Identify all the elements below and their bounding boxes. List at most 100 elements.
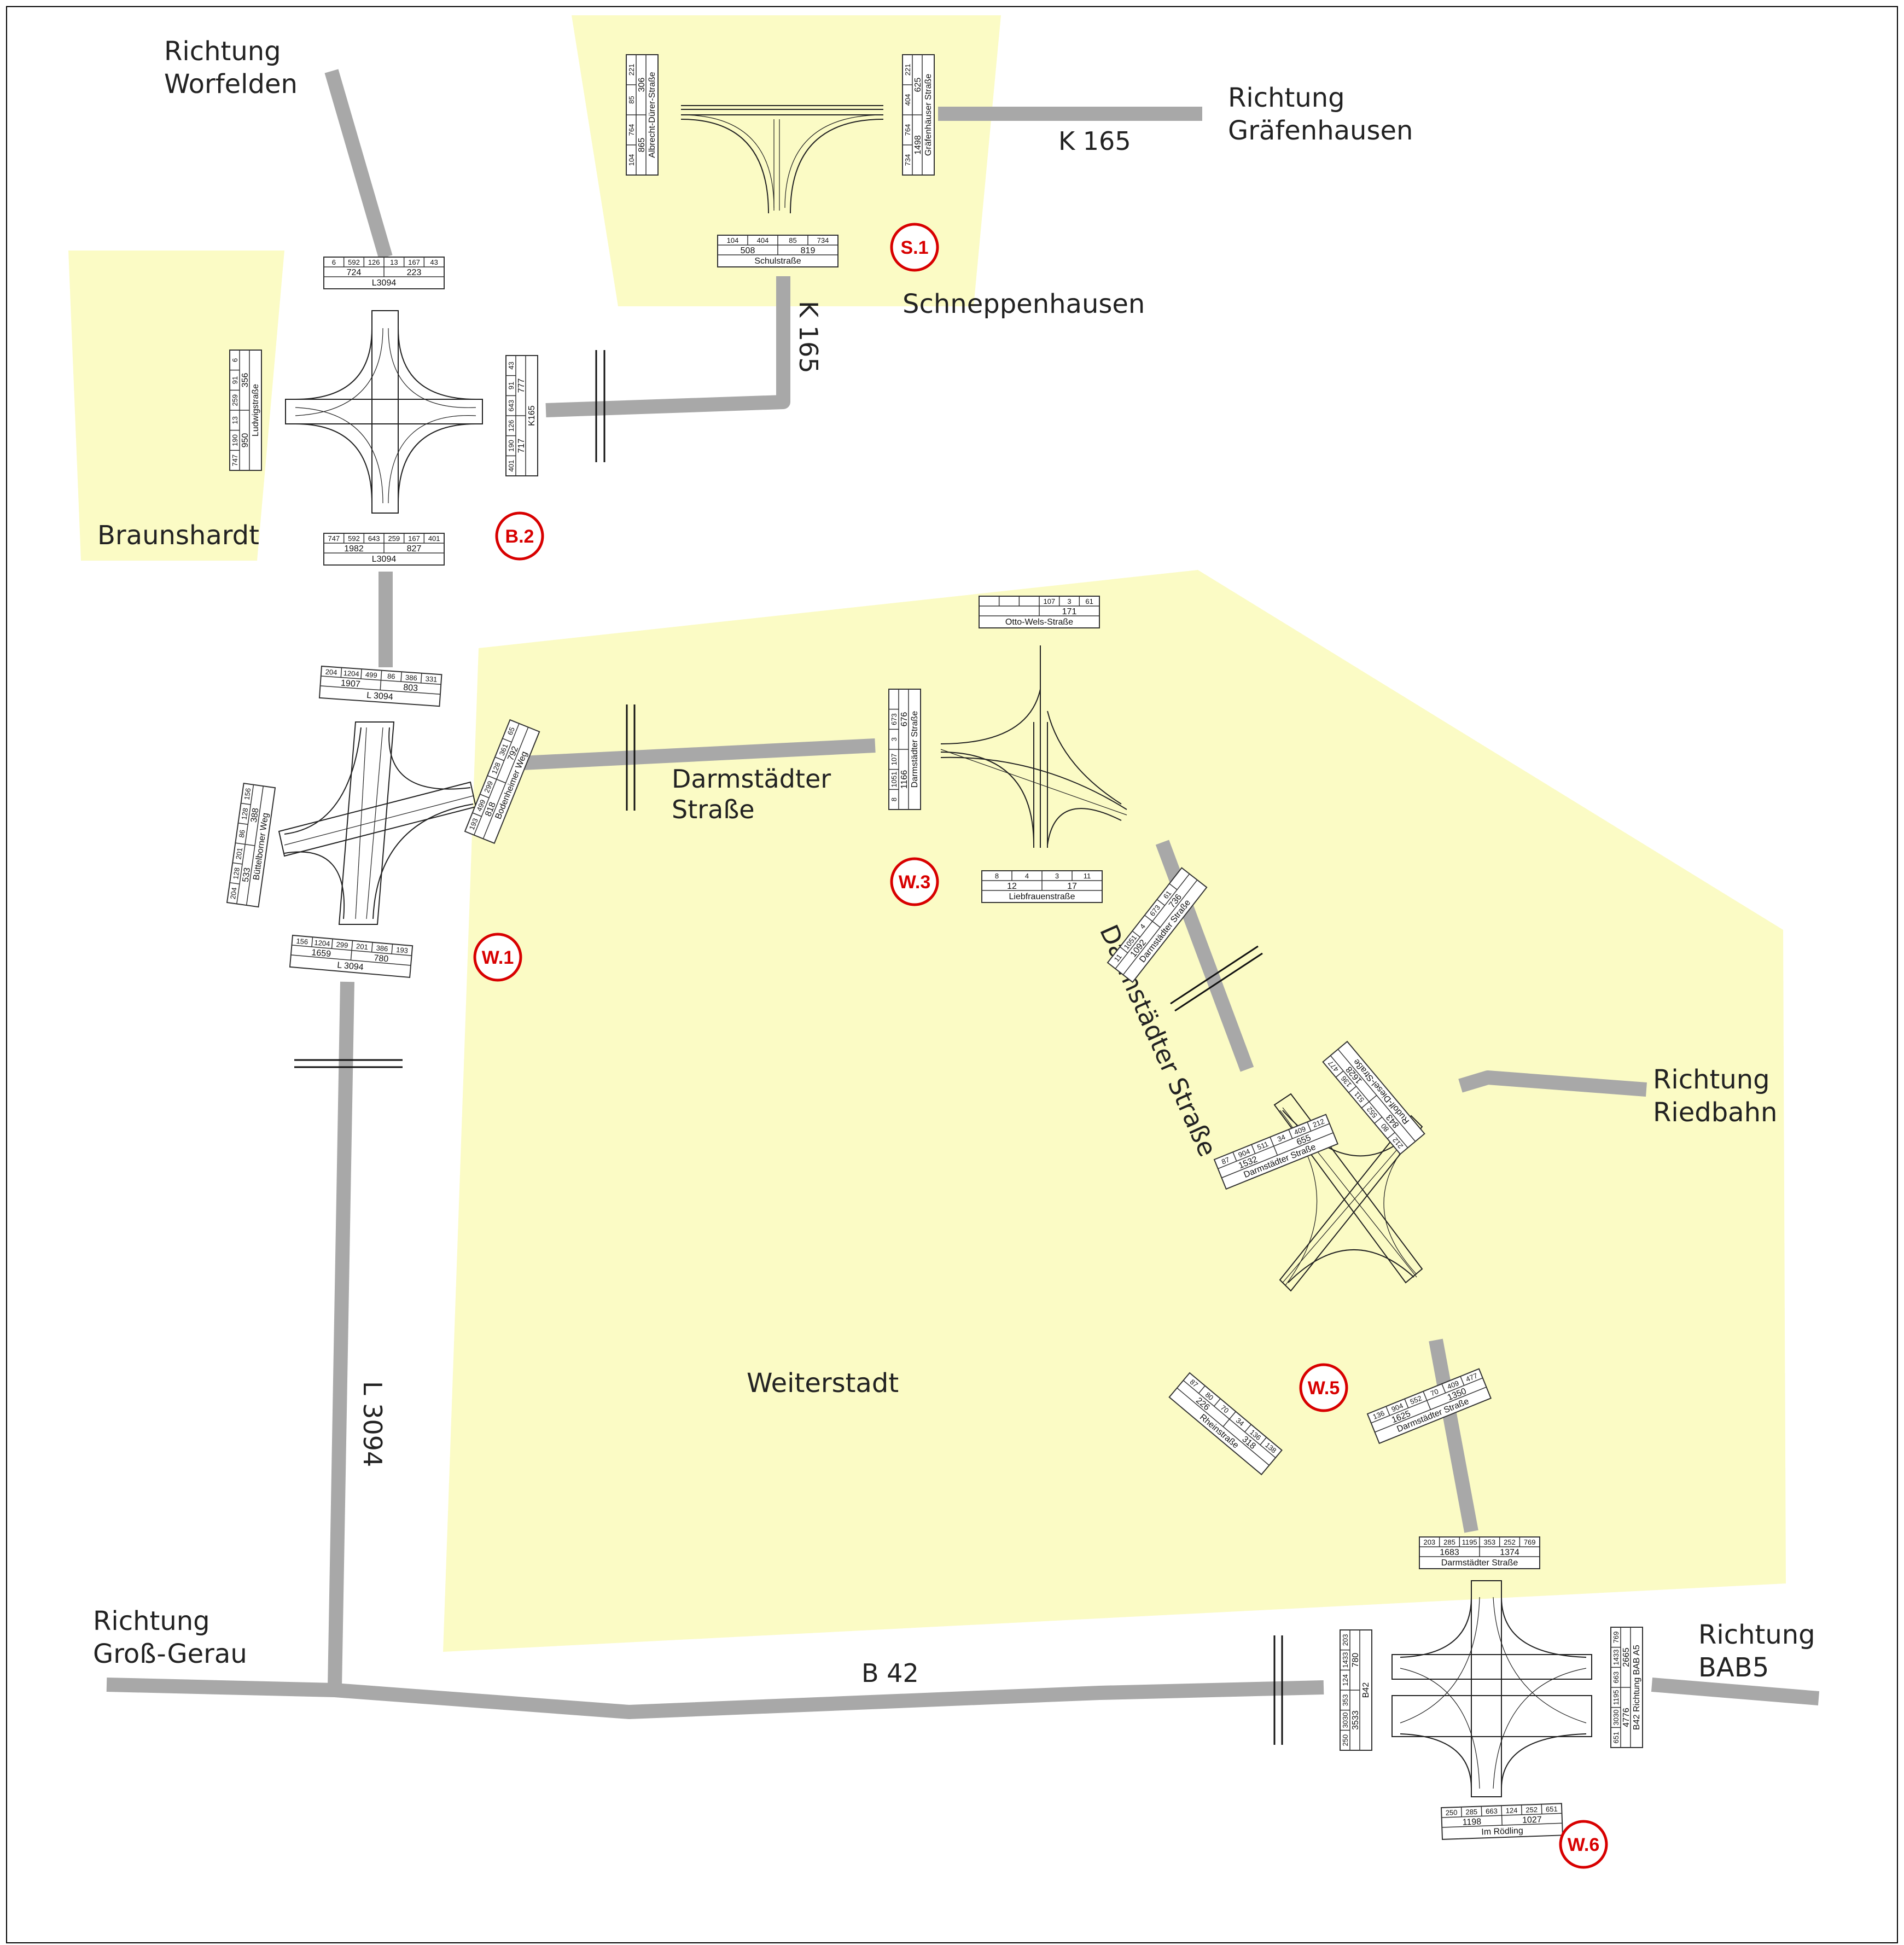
table-value: 651	[1612, 1732, 1620, 1744]
table-street-name: L3094	[372, 278, 397, 288]
table-value: 107	[890, 753, 898, 765]
table-street-name: K165	[527, 405, 537, 426]
table-value: 204	[229, 887, 238, 900]
badge-s1[interactable]: S.1	[890, 223, 939, 272]
table-value: 1195	[1612, 1690, 1620, 1705]
table-total: 1659	[311, 948, 331, 959]
table-value: 3	[1055, 872, 1059, 880]
road-k165-south	[545, 276, 790, 417]
table-total: 717	[517, 439, 526, 453]
table-total: 1982	[344, 544, 364, 554]
table-value: 592	[348, 258, 360, 266]
table-total: 223	[407, 268, 422, 277]
badge-w5[interactable]: W.5	[1299, 1363, 1348, 1412]
table-street-name: Im Rödling	[1481, 1826, 1523, 1837]
table-value: 221	[904, 64, 912, 76]
table-value: 43	[507, 362, 515, 369]
badge-w3[interactable]: W.3	[890, 857, 939, 906]
table-street-name: Darmstädter Straße	[1441, 1558, 1518, 1568]
label-b42: B 42	[861, 1658, 919, 1688]
table-value: 252	[1525, 1806, 1538, 1814]
table-value: 8	[890, 797, 898, 801]
table-total: 4776	[1622, 1708, 1631, 1727]
junction-b2	[285, 310, 483, 514]
map-frame	[6, 6, 1898, 1943]
table-value: 386	[405, 673, 418, 682]
junction-drawings	[278, 105, 1592, 1797]
table-street-name: B42 Richtung BAB A5	[1632, 1645, 1641, 1730]
table-total: 950	[241, 433, 250, 448]
table-value: 401	[428, 534, 440, 543]
table-total: 508	[741, 246, 755, 255]
table-total: 780	[1351, 1653, 1360, 1668]
junction-s1	[680, 105, 884, 214]
table-value: 167	[408, 258, 420, 266]
road-l3094-south	[328, 981, 354, 1688]
table-value: 1433	[1341, 1652, 1349, 1668]
roads	[106, 69, 1820, 1719]
table-value: 156	[243, 788, 253, 801]
table-value: 769	[1524, 1538, 1536, 1546]
table-value: 3030	[1341, 1713, 1349, 1728]
table-value: 663	[1612, 1672, 1620, 1684]
badge-b2[interactable]: B.2	[495, 511, 544, 561]
table-street-name: Liebfrauenstraße	[1009, 892, 1075, 901]
table-value: 43	[430, 258, 438, 266]
table-value: 331	[425, 674, 438, 683]
table-value: 673	[890, 713, 898, 725]
table-value: 404	[904, 94, 912, 106]
table-value: 124	[1341, 1674, 1349, 1686]
table-value: 643	[507, 400, 515, 412]
table-value: 167	[408, 534, 420, 543]
table-value: 61	[1085, 597, 1093, 605]
table-value: 764	[904, 124, 912, 136]
table-value: 34	[1276, 1133, 1286, 1143]
table-value: 190	[507, 440, 515, 452]
badge-w6[interactable]: W.6	[1559, 1820, 1608, 1869]
table-value: 1204	[343, 669, 359, 678]
table-value: 91	[507, 382, 515, 389]
table-total: 803	[403, 683, 418, 694]
table-value: 128	[240, 807, 249, 820]
zone-weiterstadt	[443, 570, 1786, 1652]
table-value: 85	[627, 96, 636, 103]
table-value: 86	[387, 672, 395, 680]
table-value: 87	[1220, 1155, 1231, 1166]
junction-w6	[1391, 1580, 1592, 1797]
table-street-name: Otto-Wels-Straße	[1005, 618, 1073, 627]
road-to-bab5	[1651, 1678, 1820, 1705]
table-value: 91	[231, 376, 239, 384]
table-value: 401	[507, 460, 515, 472]
label-k165-east: K 165	[1058, 126, 1131, 156]
road-darmstaedter-w1-w3	[522, 738, 876, 770]
table-value: 592	[348, 534, 360, 543]
table-total: 171	[1062, 607, 1077, 616]
zone-schneppenhausen	[572, 15, 1001, 306]
table-total: 1683	[1440, 1548, 1459, 1557]
table-value: 65	[506, 726, 516, 736]
table-total: 533	[241, 867, 253, 883]
table-value: 4	[1025, 872, 1029, 880]
junction-w3	[940, 645, 1127, 848]
badge-w1[interactable]: W.1	[473, 933, 522, 982]
table-value: 86	[237, 829, 247, 838]
table-value: 734	[817, 236, 829, 244]
label-schneppenhausen: Schneppenhausen	[902, 289, 1145, 319]
table-total: 827	[407, 544, 422, 554]
table-value: 11	[1084, 872, 1091, 880]
table-value: 353	[1341, 1694, 1349, 1706]
table-total: 356	[241, 373, 250, 388]
table-total: 1374	[1500, 1548, 1519, 1557]
